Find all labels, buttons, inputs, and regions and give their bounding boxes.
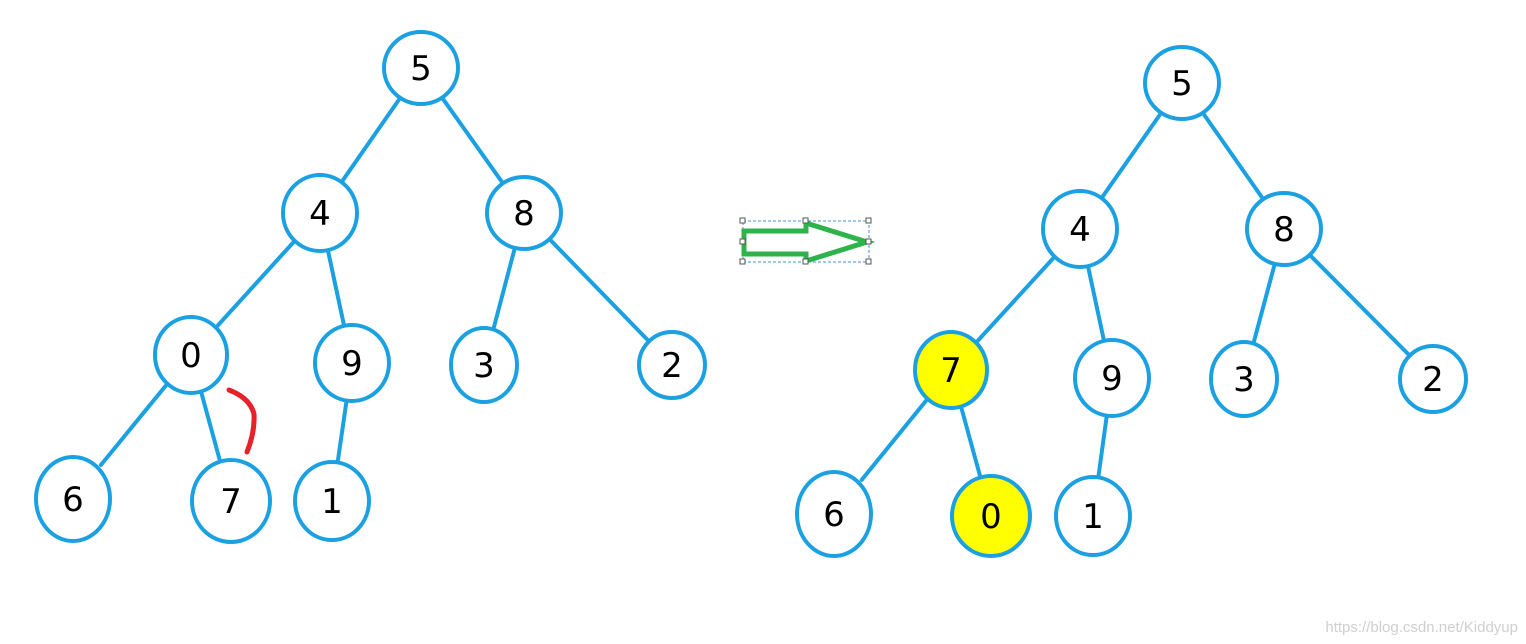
tree-edge-b7-b0 [959, 406, 982, 478]
arrow-icon [741, 219, 876, 265]
tree-node-after-0: 0 [950, 474, 1032, 558]
node-label: 8 [513, 194, 535, 234]
tree-node-after-8: 8 [1245, 191, 1323, 267]
arrow-handle[interactable] [865, 238, 872, 245]
node-label: 9 [1101, 359, 1123, 399]
node-label: 3 [1233, 360, 1255, 400]
tree-edge-a5-a4 [340, 98, 401, 183]
node-circle [637, 330, 707, 400]
tree-node-after-4: 4 [1041, 189, 1119, 269]
tree-node-before-0: 0 [153, 315, 229, 395]
tree-node-before-7: 7 [190, 458, 272, 544]
arrow-handle[interactable] [802, 217, 809, 224]
tree-node-before-2: 2 [637, 330, 707, 400]
node-label: 4 [309, 194, 331, 234]
node-circle [913, 330, 989, 410]
arrow-handle[interactable] [739, 217, 746, 224]
tree-edge-b9-b1 [1096, 415, 1109, 478]
node-label: 1 [1082, 497, 1104, 537]
node-circle [1054, 475, 1132, 557]
tree-edge-a0-a6 [98, 383, 168, 467]
node-label: 3 [473, 346, 495, 386]
node-circle [34, 455, 112, 543]
arrow-handle[interactable] [739, 258, 746, 265]
node-circle [293, 460, 371, 542]
tree-edge-a4-a9 [326, 250, 346, 326]
tree-edge-b8-b3 [1252, 264, 1276, 344]
node-label: 4 [1069, 210, 1091, 250]
tree-edge-a4-a0 [215, 240, 296, 328]
node-circle [795, 470, 873, 558]
node-label: 7 [940, 351, 962, 391]
tree-node-before-8: 8 [485, 175, 563, 251]
tree-edge-b5-b8 [1202, 113, 1264, 199]
node-label: 6 [62, 480, 84, 520]
node-label: 5 [410, 49, 432, 89]
arrow-handle[interactable] [739, 238, 746, 245]
node-label: 2 [661, 346, 683, 386]
node-circle [449, 326, 519, 404]
node-circle [313, 323, 391, 403]
nodes-layer: 5 4 8 0 9 3 2 6 7 1 5 4 8 7 9 3 2 6 0 1 [34, 30, 1468, 558]
tree-node-before-6: 6 [34, 455, 112, 543]
node-circle [382, 30, 460, 106]
tree-node-after-7: 7 [913, 330, 989, 410]
node-label: 5 [1171, 64, 1193, 104]
node-circle [1398, 344, 1468, 414]
tree-node-after-3: 3 [1209, 340, 1279, 418]
node-circle [153, 315, 229, 395]
tree-edge-b4-b9 [1086, 266, 1106, 341]
tree-edge-b7-b6 [859, 399, 928, 482]
transform-arrow[interactable] [739, 217, 876, 265]
edges-layer [98, 97, 1411, 482]
swap-mark [226, 387, 257, 455]
tree-node-before-3: 3 [449, 326, 519, 404]
node-label: 9 [341, 344, 363, 384]
node-label: 7 [220, 482, 242, 522]
tree-node-after-1: 1 [1054, 475, 1132, 557]
node-label: 8 [1273, 210, 1295, 250]
node-label: 0 [180, 336, 202, 376]
arrow-handle[interactable] [802, 258, 809, 265]
node-label: 6 [823, 495, 845, 535]
node-circle [1073, 338, 1151, 418]
tree-node-after-6: 6 [795, 470, 873, 558]
tree-node-after-5: 5 [1143, 45, 1221, 121]
node-circle [1245, 191, 1323, 267]
arrow-handle[interactable] [865, 258, 872, 265]
tree-edge-b4-b7 [976, 256, 1055, 343]
tree-node-before-9: 9 [313, 323, 391, 403]
watermark: https://blog.csdn.net/Kiddyup [1325, 619, 1518, 636]
node-label: 0 [980, 497, 1002, 537]
tree-node-before-4: 4 [281, 173, 359, 253]
tree-edge-a9-a1 [335, 400, 349, 463]
tree-edge-a8-a2 [549, 238, 650, 342]
tree-node-before-1: 1 [293, 460, 371, 542]
node-label: 1 [321, 482, 343, 522]
node-circle [281, 173, 359, 253]
arrow-handle[interactable] [865, 217, 872, 224]
tree-edge-b5-b4 [1100, 113, 1162, 199]
tree-edge-a5-a8 [441, 97, 504, 184]
tree-edge-b8-b2 [1309, 254, 1411, 357]
tree-node-after-2: 2 [1398, 344, 1468, 414]
node-label: 2 [1422, 360, 1444, 400]
node-circle [1041, 189, 1119, 269]
tree-node-after-9: 9 [1073, 338, 1151, 418]
tree-edge-a8-a3 [491, 248, 517, 330]
tree-edge-a0-a7 [199, 391, 222, 462]
node-circle [1143, 45, 1221, 121]
node-circle [1209, 340, 1279, 418]
node-circle [950, 474, 1032, 558]
node-circle [190, 458, 272, 544]
node-circle [485, 175, 563, 251]
tree-node-before-5: 5 [382, 30, 460, 106]
